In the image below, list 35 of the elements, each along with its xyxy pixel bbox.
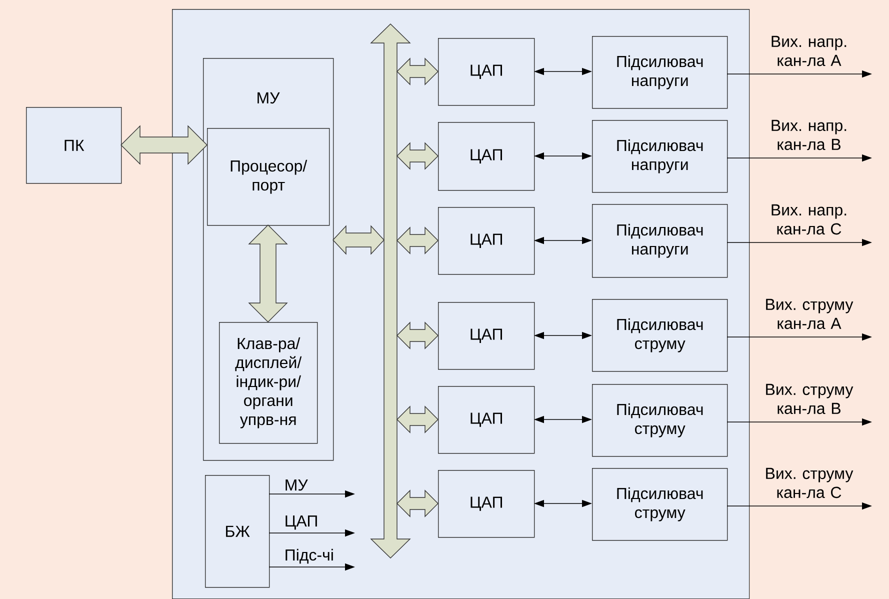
double-arrow <box>396 142 438 170</box>
double-arrow <box>396 226 438 254</box>
edge-label: Вих. струму кан-ла В <box>766 384 854 414</box>
edge-label: ЦАП <box>286 515 317 530</box>
block-box: Підсилювач напруги <box>592 36 728 109</box>
block-box: ЦАП <box>438 386 535 454</box>
edge-label: Вих. напр. кан-ла В <box>772 120 846 150</box>
edge-label: Підс-чі <box>286 548 333 564</box>
edge-label: Вих. струму кан-ла А <box>766 298 854 330</box>
block-box: Підсилювач струму <box>592 468 728 541</box>
edge-label: Вих. струму кан-ла С <box>766 468 854 498</box>
double-arrow <box>396 322 438 350</box>
block-box: Підсилювач струму <box>592 299 728 372</box>
block-box: БЖ <box>205 475 270 588</box>
double-arrow <box>396 490 438 518</box>
block-box: ЦАП <box>438 38 535 106</box>
block-box: Клав-ра/ дисплей/ індик-ри/ органи упрв-ня <box>219 322 318 444</box>
edge-label: Вих. напр. кан-ла А <box>772 36 846 66</box>
double-arrow <box>248 224 288 322</box>
block-box: Підсилювач напруги <box>592 120 728 193</box>
block-box: ЦАП <box>438 302 535 370</box>
double-arrow <box>332 225 384 255</box>
edge-label: Вих. напр. кан-ла С <box>772 204 846 235</box>
block-box: ЦАП <box>438 470 535 538</box>
block-box: ПК <box>26 107 122 184</box>
block-box: Підсилювач напруги <box>592 204 728 278</box>
double-arrow <box>396 406 438 434</box>
block-box: Процесор/ порт <box>207 128 330 226</box>
double-arrow <box>396 58 438 86</box>
block-box: ЦАП <box>438 207 535 275</box>
edge-label: МУ <box>286 479 308 491</box>
double-arrow <box>120 125 208 165</box>
block-box: Підсилювач струму <box>592 384 728 457</box>
block-box: ЦАП <box>438 122 535 191</box>
bus-arrow <box>370 24 411 558</box>
